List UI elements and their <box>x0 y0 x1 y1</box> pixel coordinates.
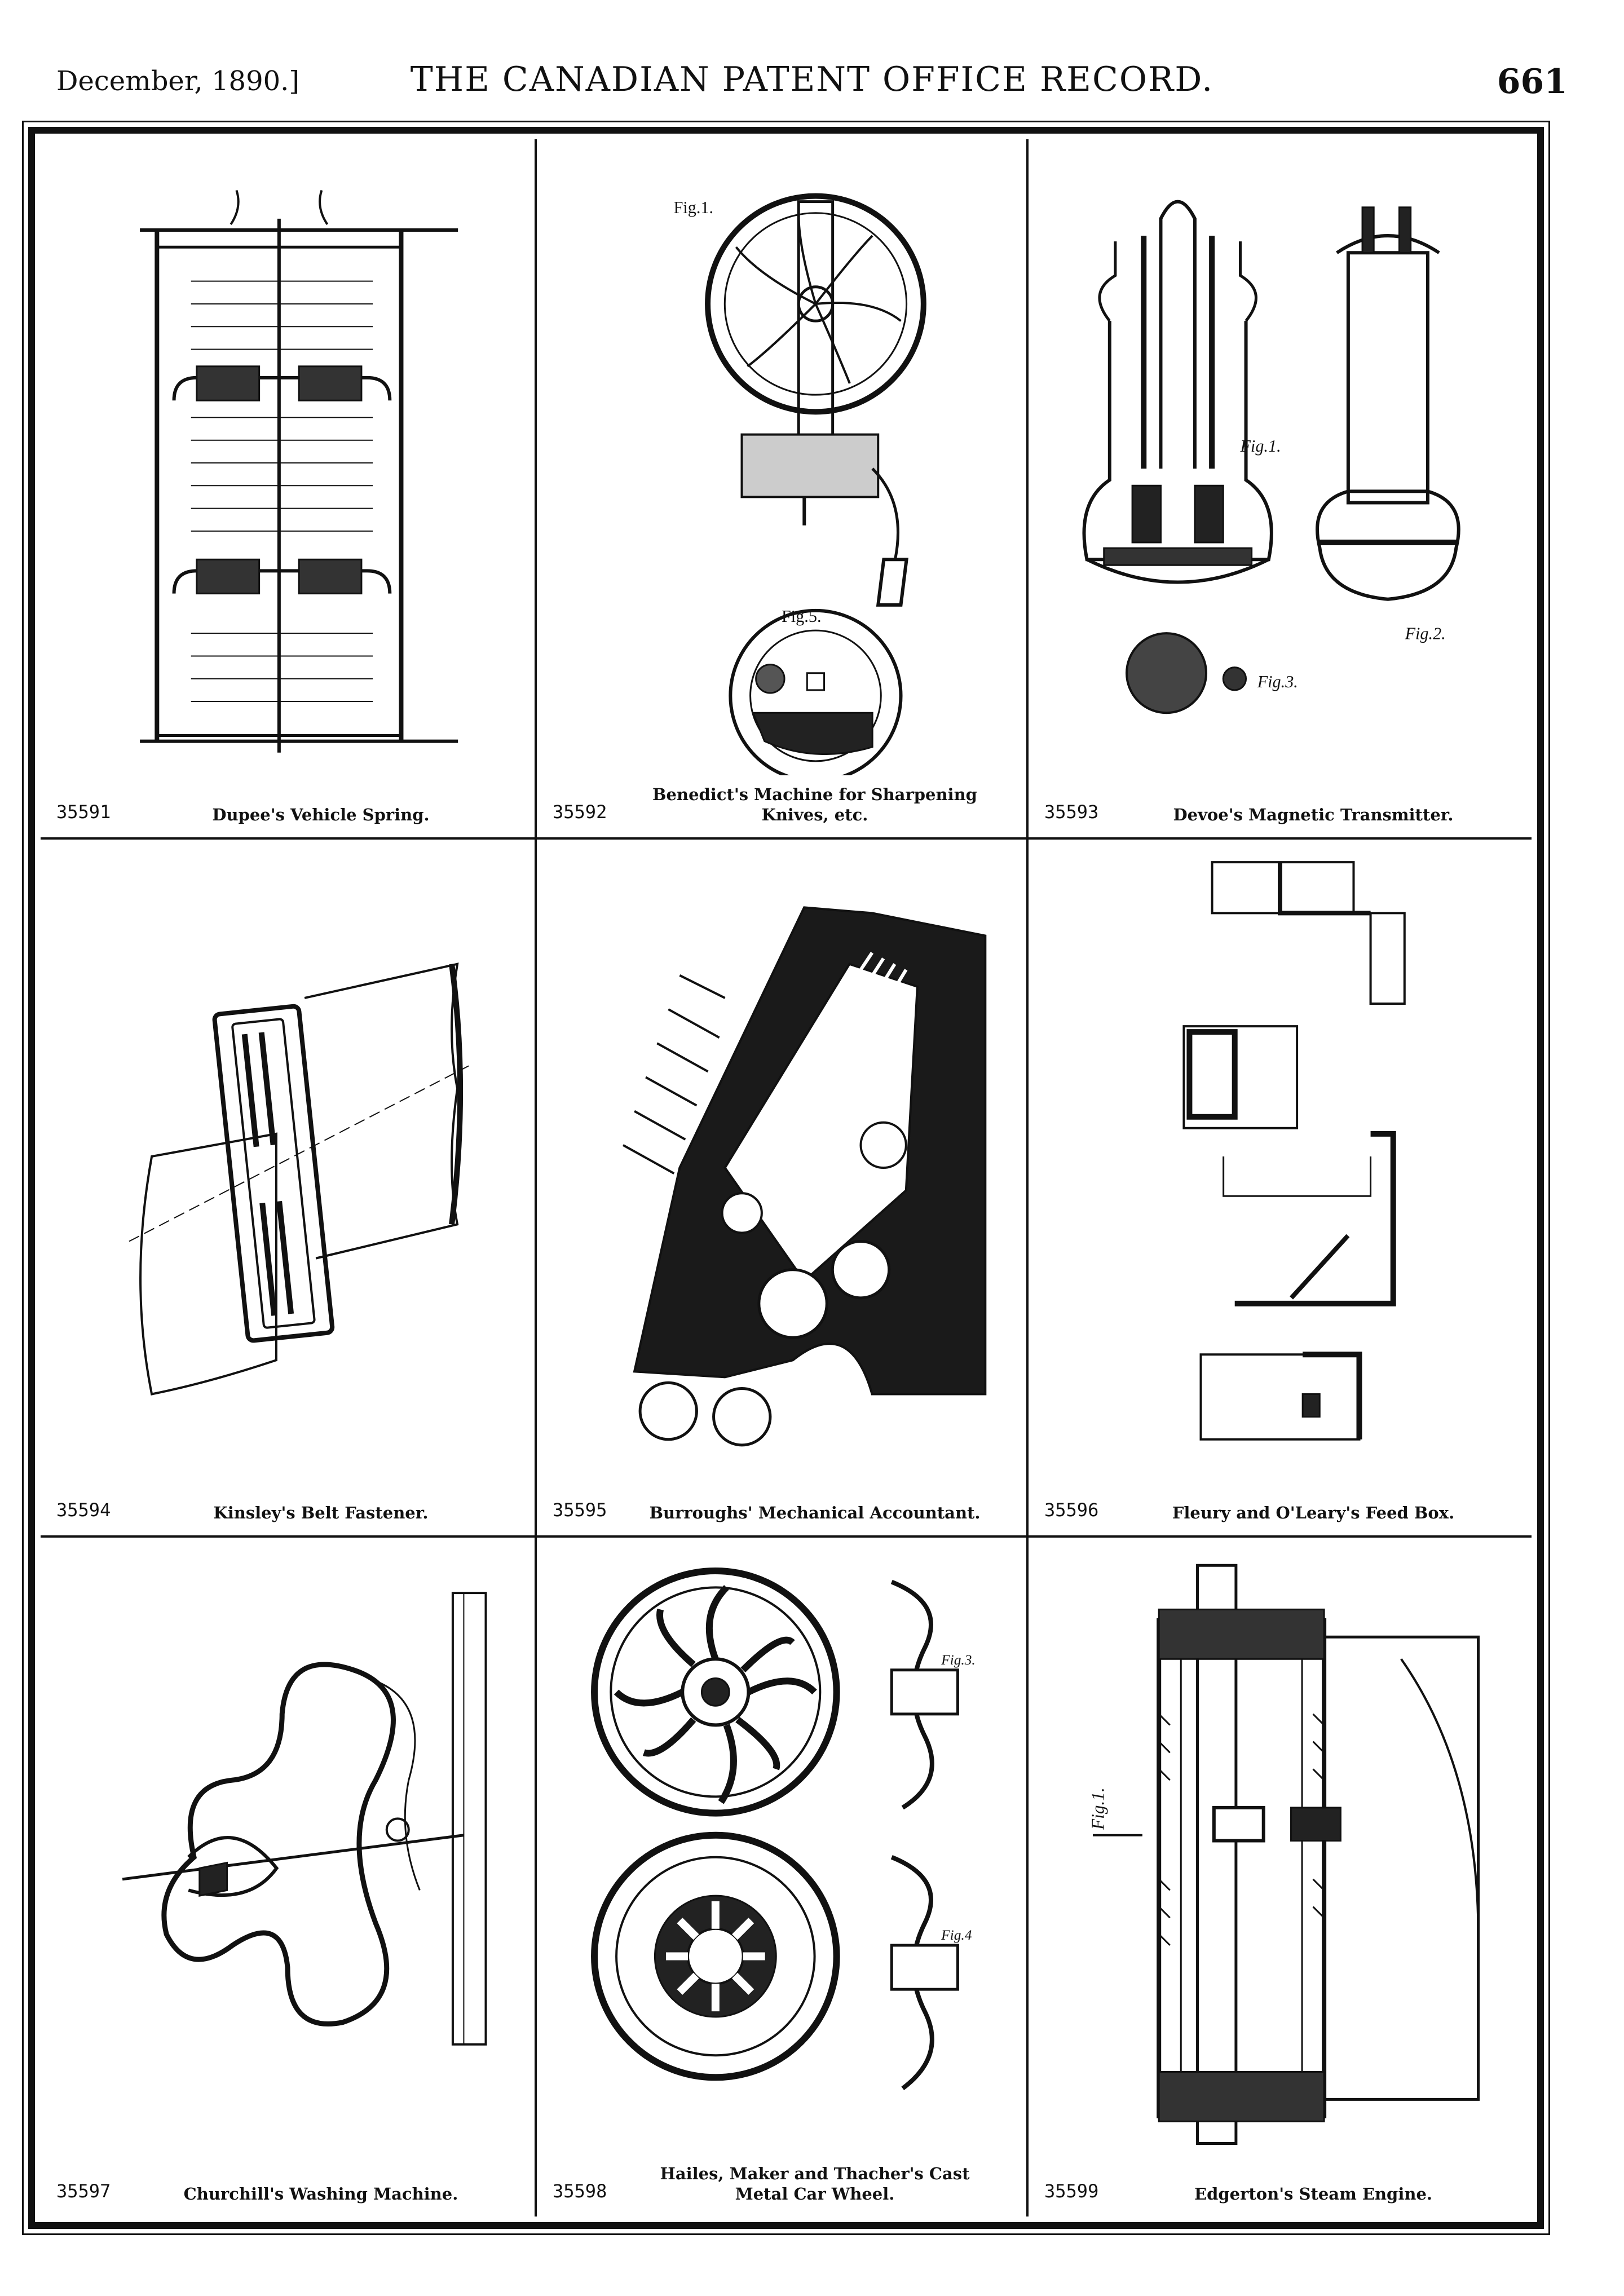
fig-label: Fig.1. <box>1088 1787 1108 1830</box>
patent-cell-35591: 35591 Dupee's Vehicle Spring. <box>41 139 537 840</box>
patent-title: Dupee's Vehicle Spring. <box>212 805 430 824</box>
patent-number: 35596 <box>1044 1499 1099 1521</box>
patent-title: Devoe's Magnetic Transmitter. <box>1173 805 1454 824</box>
patent-caption: 35599 Edgerton's Steam Engine. <box>1044 2153 1520 2204</box>
patent-caption: 35598 Hailes, Maker and Thacher's Cast M… <box>553 2153 1015 2204</box>
patent-drawing-mechanical-accountant <box>548 851 1015 1473</box>
patent-title: Hailes, Maker and Thacher's Cast Metal C… <box>660 2163 970 2204</box>
patent-cell-35594: 35594 Kinsley's Belt Fastener. <box>41 840 537 1538</box>
fig-label: Fig.3. <box>1257 672 1298 691</box>
patent-number: 35595 <box>553 1499 607 1521</box>
patent-grid: 35591 Dupee's Vehicle Spring. Fig.1. <box>41 139 1532 2216</box>
patent-caption: 35592 Benedict's Machine for Sharpening … <box>553 774 1015 825</box>
patent-title: Fleury and O'Leary's Feed Box. <box>1172 1503 1455 1522</box>
patent-cell-35598: Fig.3. Fig.4 35598 Hailes, Maker and Tha… <box>537 1538 1029 2216</box>
patent-drawing-washing-machine <box>52 1549 523 2154</box>
patent-number: 35593 <box>1044 801 1099 823</box>
patent-number: 35599 <box>1044 2180 1099 2202</box>
fig-label: Fig.4 <box>941 1927 972 1943</box>
patent-drawing-feed-box <box>1040 851 1520 1473</box>
patent-drawing-car-wheel: Fig.3. Fig.4 <box>548 1549 1015 2154</box>
patent-drawing-magnetic-transmitter: Fig.1. Fig.2. Fig.3. <box>1040 151 1520 775</box>
fig-label: Fig.2. <box>1405 624 1446 643</box>
patent-caption: 35593 Devoe's Magnetic Transmitter. <box>1044 774 1520 825</box>
patent-title: Churchill's Washing Machine. <box>183 2184 458 2204</box>
patent-cell-35599: Fig.1. 35599 Edgerton's Steam Engine. <box>1029 1538 1532 2216</box>
patent-title: Burroughs' Mechanical Accountant. <box>649 1503 981 1522</box>
patent-caption: 35595 Burroughs' Mechanical Accountant. <box>553 1472 1015 1523</box>
patent-cell-35595: 35595 Burroughs' Mechanical Accountant. <box>537 840 1029 1538</box>
patent-caption: 35597 Churchill's Washing Machine. <box>56 2153 523 2204</box>
patent-cell-35596: 35596 Fleury and O'Leary's Feed Box. <box>1029 840 1532 1538</box>
patent-title: Kinsley's Belt Fastener. <box>213 1503 429 1522</box>
page-header: December, 1890.] THE CANADIAN PATENT OFF… <box>56 60 1568 111</box>
fig-label: Fig.3. <box>941 1652 976 1668</box>
patent-number: 35591 <box>56 801 111 823</box>
patent-title: Edgerton's Steam Engine. <box>1194 2184 1432 2204</box>
patent-caption: 35594 Kinsley's Belt Fastener. <box>56 1472 523 1523</box>
patent-drawing-knife-sharpener: Fig.1. Fig.5. <box>548 151 1015 775</box>
patent-caption: 35596 Fleury and O'Leary's Feed Box. <box>1044 1472 1520 1523</box>
patent-number: 35594 <box>56 1499 111 1521</box>
patent-drawing-belt-fastener <box>52 851 523 1473</box>
patent-cell-35597: 35597 Churchill's Washing Machine. <box>41 1538 537 2216</box>
patent-caption: 35591 Dupee's Vehicle Spring. <box>56 774 523 825</box>
header-date: December, 1890.] <box>56 65 300 97</box>
patent-cell-35592: Fig.1. Fig.5. <box>537 139 1029 840</box>
patent-drawing-vehicle-spring <box>52 151 523 775</box>
patent-number: 35597 <box>56 2180 111 2202</box>
patent-drawing-steam-engine: Fig.1. <box>1040 1549 1520 2154</box>
patent-plate-frame: 35591 Dupee's Vehicle Spring. Fig.1. <box>22 121 1550 2235</box>
fig-label: Fig.1. <box>1239 436 1281 456</box>
patent-number: 35598 <box>553 2180 607 2202</box>
header-title: THE CANADIAN PATENT OFFICE RECORD. <box>410 60 1214 99</box>
fig-label: Fig.1. <box>674 198 714 217</box>
page-number: 661 <box>1497 62 1568 101</box>
patent-cell-35593: Fig.1. Fig.2. Fig.3. 35593 Devoe's Magne… <box>1029 139 1532 840</box>
patent-title: Benedict's Machine for Sharpening Knives… <box>652 784 977 824</box>
patent-number: 35592 <box>553 801 607 823</box>
